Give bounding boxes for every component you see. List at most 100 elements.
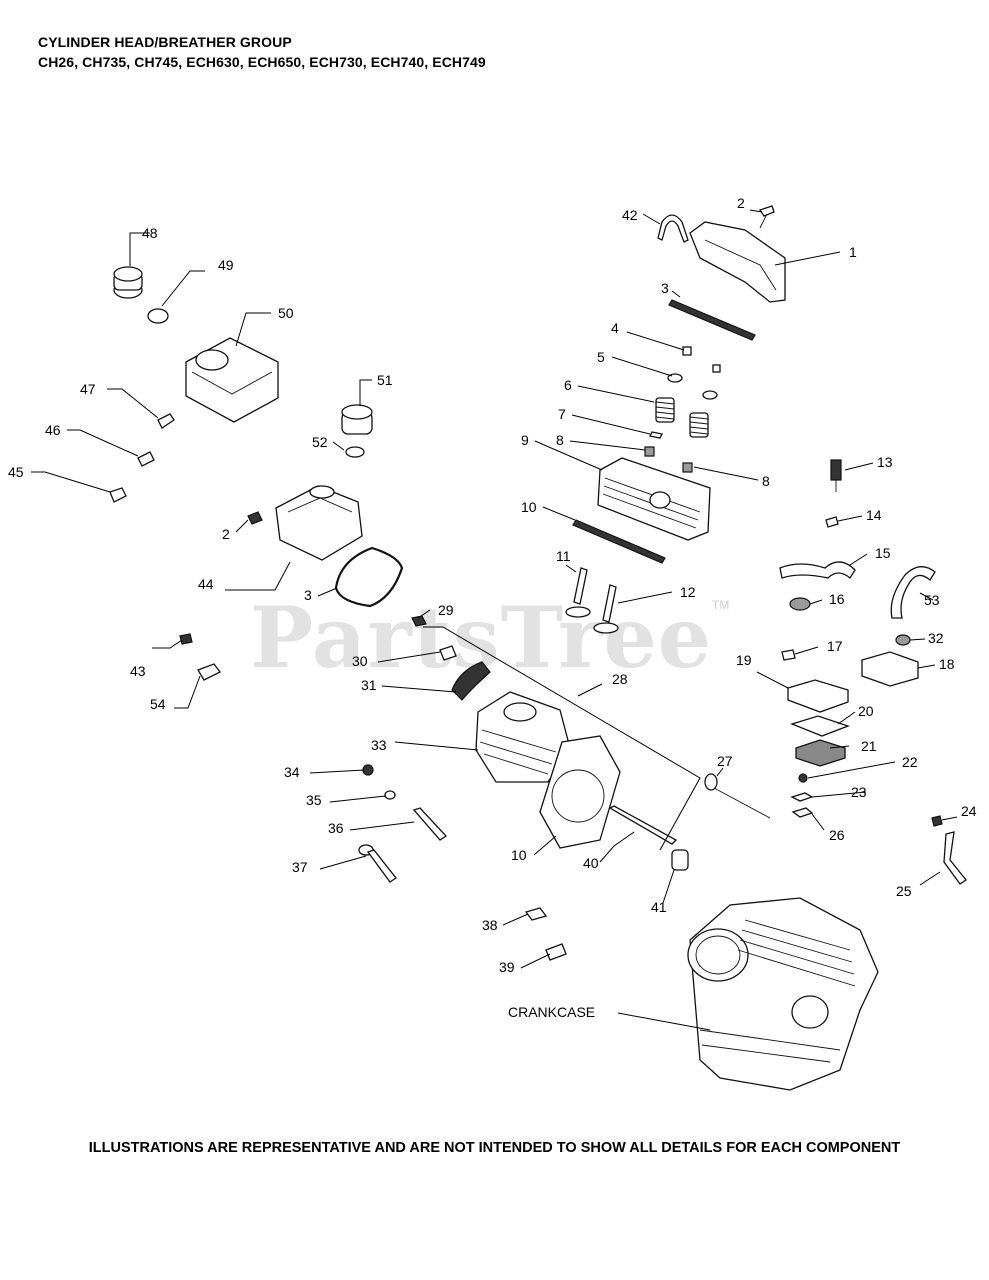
part-42-bracket[interactable] bbox=[657, 214, 689, 243]
callout-crankcase[interactable]: CRANKCASE bbox=[508, 1004, 595, 1020]
part-34-nut[interactable] bbox=[362, 764, 374, 776]
part-16-hose-clamp[interactable] bbox=[789, 597, 811, 611]
part-33-cylinder-head[interactable] bbox=[475, 691, 571, 783]
part-51-oil-fill-cap[interactable] bbox=[341, 404, 373, 435]
part-5-spring-retainer[interactable] bbox=[667, 373, 718, 400]
part-31-rocker-arm[interactable] bbox=[451, 661, 491, 701]
part-41-lifter[interactable] bbox=[671, 849, 689, 871]
callout-29[interactable]: 29 bbox=[438, 602, 454, 618]
crankcase[interactable] bbox=[687, 897, 879, 1091]
callout-21[interactable]: 21 bbox=[861, 738, 877, 754]
part-50-valve-cover[interactable] bbox=[185, 337, 279, 423]
callout-19[interactable]: 19 bbox=[736, 652, 752, 668]
callout-23[interactable]: 23 bbox=[851, 784, 867, 800]
part-35-washer[interactable] bbox=[384, 790, 396, 800]
callout-42[interactable]: 42 bbox=[622, 207, 638, 223]
part-20-gasket[interactable] bbox=[790, 715, 850, 737]
callout-32[interactable]: 32 bbox=[928, 630, 944, 646]
part-30-pivot[interactable] bbox=[439, 645, 457, 661]
callout-49[interactable]: 49 bbox=[218, 257, 234, 273]
callout-40[interactable]: 40 bbox=[583, 855, 599, 871]
callout-3[interactable]: 3 bbox=[661, 280, 669, 296]
part-24-screw[interactable] bbox=[931, 815, 943, 827]
part-21-filter[interactable] bbox=[795, 739, 846, 767]
part-22-nut[interactable] bbox=[798, 773, 808, 783]
part-40-push-rod[interactable] bbox=[608, 805, 678, 845]
callout-54[interactable]: 54 bbox=[150, 696, 166, 712]
callout-3[interactable]: 3 bbox=[304, 587, 312, 603]
part-12-exhaust-valve[interactable] bbox=[593, 584, 619, 634]
callout-7[interactable]: 7 bbox=[558, 406, 566, 422]
part-52-o-ring[interactable] bbox=[345, 446, 365, 458]
part-10-gasket[interactable] bbox=[572, 519, 666, 564]
callout-6[interactable]: 6 bbox=[564, 377, 572, 393]
callout-20[interactable]: 20 bbox=[858, 703, 874, 719]
part-44-valve-cover[interactable] bbox=[275, 485, 363, 561]
callout-17[interactable]: 17 bbox=[827, 638, 843, 654]
callout-16[interactable]: 16 bbox=[829, 591, 845, 607]
part-27-dipstick[interactable] bbox=[704, 773, 771, 819]
callout-43[interactable]: 43 bbox=[130, 663, 146, 679]
part-39-plate[interactable] bbox=[545, 943, 567, 961]
callout-33[interactable]: 33 bbox=[371, 737, 387, 753]
callout-28[interactable]: 28 bbox=[612, 671, 628, 687]
callout-25[interactable]: 25 bbox=[896, 883, 912, 899]
callout-5[interactable]: 5 bbox=[597, 349, 605, 365]
callout-35[interactable]: 35 bbox=[306, 792, 322, 808]
callout-36[interactable]: 36 bbox=[328, 820, 344, 836]
callout-24[interactable]: 24 bbox=[961, 803, 977, 819]
callout-12[interactable]: 12 bbox=[680, 584, 696, 600]
callout-41[interactable]: 41 bbox=[651, 899, 667, 915]
part-46-fitting[interactable] bbox=[137, 451, 155, 467]
part-14-clip[interactable] bbox=[825, 516, 839, 528]
part-43-screw[interactable] bbox=[179, 633, 193, 645]
callout-1[interactable]: 1 bbox=[849, 244, 857, 260]
callout-27[interactable]: 27 bbox=[717, 753, 733, 769]
part-3-gasket[interactable] bbox=[668, 299, 756, 341]
callout-37[interactable]: 37 bbox=[292, 859, 308, 875]
callout-11[interactable]: 11 bbox=[556, 548, 571, 564]
part-9-cylinder-head[interactable] bbox=[597, 457, 711, 541]
part-48-oil-fill-cap[interactable] bbox=[113, 266, 143, 299]
part-17-screw[interactable] bbox=[781, 649, 796, 661]
part-15-breather-hose[interactable] bbox=[779, 561, 856, 579]
callout-30[interactable]: 30 bbox=[352, 653, 368, 669]
part-47-fitting[interactable] bbox=[157, 413, 175, 429]
callout-26[interactable]: 26 bbox=[829, 827, 845, 843]
part-32-grommet[interactable] bbox=[895, 634, 911, 646]
part-11-intake-valve[interactable] bbox=[565, 567, 591, 618]
callout-2[interactable]: 2 bbox=[737, 195, 745, 211]
part-8-valve-seal[interactable] bbox=[644, 446, 693, 473]
part-2-screw-left[interactable] bbox=[247, 511, 263, 525]
callout-39[interactable]: 39 bbox=[499, 959, 515, 975]
part-3-valve-cover-gasket[interactable] bbox=[334, 546, 404, 608]
part-13-sensor[interactable] bbox=[830, 459, 842, 492]
callout-47[interactable]: 47 bbox=[80, 381, 96, 397]
callout-51[interactable]: 51 bbox=[377, 372, 393, 388]
callout-13[interactable]: 13 bbox=[877, 454, 893, 470]
callout-48[interactable]: 48 bbox=[142, 225, 158, 241]
part-38-plate[interactable] bbox=[524, 907, 548, 921]
part-49-o-ring[interactable] bbox=[147, 308, 169, 324]
part-37-head-bolt[interactable] bbox=[358, 844, 397, 883]
part-6-valve-spring[interactable] bbox=[655, 397, 709, 438]
callout-4[interactable]: 4 bbox=[611, 320, 619, 336]
callout-15[interactable]: 15 bbox=[875, 545, 891, 561]
part-18-breather-plate[interactable] bbox=[861, 651, 919, 687]
callout-2[interactable]: 2 bbox=[222, 526, 230, 542]
part-1-breather-cover[interactable] bbox=[689, 221, 786, 303]
callout-50[interactable]: 50 bbox=[278, 305, 294, 321]
part-19-breather-cover[interactable] bbox=[787, 679, 849, 713]
part-7-spring-seat[interactable] bbox=[649, 431, 663, 439]
part-2-screw[interactable] bbox=[758, 205, 775, 229]
part-29-nut[interactable] bbox=[411, 615, 427, 627]
part-4-valve-cap[interactable] bbox=[682, 346, 721, 373]
part-36-stud[interactable] bbox=[412, 807, 447, 841]
part-25-bracket[interactable] bbox=[943, 831, 967, 885]
callout-14[interactable]: 14 bbox=[866, 507, 882, 523]
part-23-reed[interactable] bbox=[790, 792, 814, 802]
part-54-bracket[interactable] bbox=[197, 663, 221, 681]
callout-34[interactable]: 34 bbox=[284, 764, 300, 780]
callout-38[interactable]: 38 bbox=[482, 917, 498, 933]
callout-18[interactable]: 18 bbox=[939, 656, 955, 672]
